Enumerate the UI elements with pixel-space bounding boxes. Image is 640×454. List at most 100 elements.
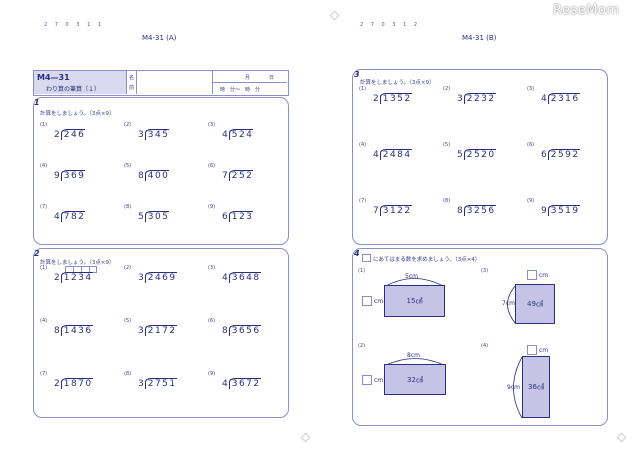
dividend: 246 (60, 129, 86, 140)
fig-3-area: 49㎠ (527, 300, 543, 308)
divisor: 4 (54, 212, 60, 222)
problem-number: (2) (124, 122, 132, 128)
fig-4-known: 9cm (507, 384, 520, 391)
dividend: 2316 (547, 93, 580, 104)
dividend: 1436 (60, 325, 93, 336)
day-label: 日 (269, 75, 275, 81)
problem-number: (4) (40, 163, 48, 169)
section-1-instruction: 計算をしましょう。（3点×9） (40, 111, 115, 117)
divisor: 4 (222, 130, 228, 140)
fig-1-arc (383, 278, 446, 288)
fig-4-unit: cm (539, 347, 549, 354)
fig-1-known: 5cm (405, 273, 418, 280)
dividend: 123 (228, 211, 254, 222)
fig-2-area: 32㎠ (407, 375, 423, 384)
section-2-panel (33, 248, 289, 418)
unit-cell: M4—31 わり算の筆算（１） (34, 71, 127, 94)
section-3-instruction: 計算をしましょう。（3点×9） (360, 80, 435, 86)
problem-number: (9) (527, 198, 535, 204)
fig-1-answer[interactable] (362, 296, 372, 306)
fig-4-answer[interactable] (527, 345, 537, 355)
problem-number: (2) (124, 265, 132, 271)
dividend: 2751 (144, 378, 177, 389)
divisor: 3 (138, 273, 144, 283)
name-field[interactable] (137, 71, 213, 94)
divisor: 4 (222, 273, 228, 283)
problem-number: (1) (359, 86, 367, 92)
section-4-instruction: にあてはまる数を求めましょう。（3点×4） (373, 257, 481, 263)
problem-number: (5) (443, 142, 451, 148)
dividend: 252 (228, 170, 254, 181)
name-label-cell: 名 前 (127, 71, 137, 94)
dividend: 524 (228, 129, 254, 140)
date-cell[interactable]: 月 日 (213, 71, 287, 83)
problem-number: (7) (40, 204, 48, 210)
fig-3-answer[interactable] (527, 270, 537, 280)
divisor: 2 (54, 130, 60, 140)
section-4-blank-box[interactable] (362, 254, 371, 262)
fig-2-arc (383, 358, 447, 367)
fig-4-number: (4) (481, 343, 489, 349)
time-label[interactable]: 時 分〜 時 分 (220, 87, 261, 93)
fig-1-rect: 15㎠ (384, 285, 445, 317)
dividend: 2484 (379, 149, 412, 160)
divisor: 9 (541, 206, 547, 216)
problem-number: (8) (124, 204, 132, 210)
dividend: 369 (60, 170, 86, 181)
section-4-number: 4 (354, 249, 360, 258)
fig-2-rect: 32㎠ (384, 364, 446, 395)
section-3-number: 3 (354, 70, 360, 79)
divisor: 7 (222, 171, 228, 181)
problem-number: (1) (40, 122, 48, 128)
right-page-title: M4-31 (B) (462, 34, 497, 42)
divisor: 4 (222, 379, 228, 389)
problem-number: (1) (40, 265, 48, 271)
section-2-number: 2 (34, 249, 40, 258)
divisor: 5 (138, 212, 144, 222)
fig-3-rect: 49㎠ (515, 284, 555, 324)
dividend: 2592 (547, 149, 580, 160)
dividend: 3122 (379, 205, 412, 216)
dividend: 3256 (463, 205, 496, 216)
fig-3-known: 7cm (502, 300, 515, 307)
divisor: 3 (138, 130, 144, 140)
divisor: 6 (222, 212, 228, 222)
problem-number: (4) (359, 142, 367, 148)
problem-number: (3) (527, 86, 535, 92)
fig-4-arc (513, 356, 523, 419)
section-1-panel (33, 97, 289, 245)
month-label: 月 (245, 75, 251, 81)
problem-number: (7) (40, 371, 48, 377)
problem-number: (5) (124, 318, 132, 324)
fig-2-answer[interactable] (362, 375, 372, 385)
fig-3-unit: cm (539, 272, 549, 279)
problem-number: (5) (124, 163, 132, 169)
